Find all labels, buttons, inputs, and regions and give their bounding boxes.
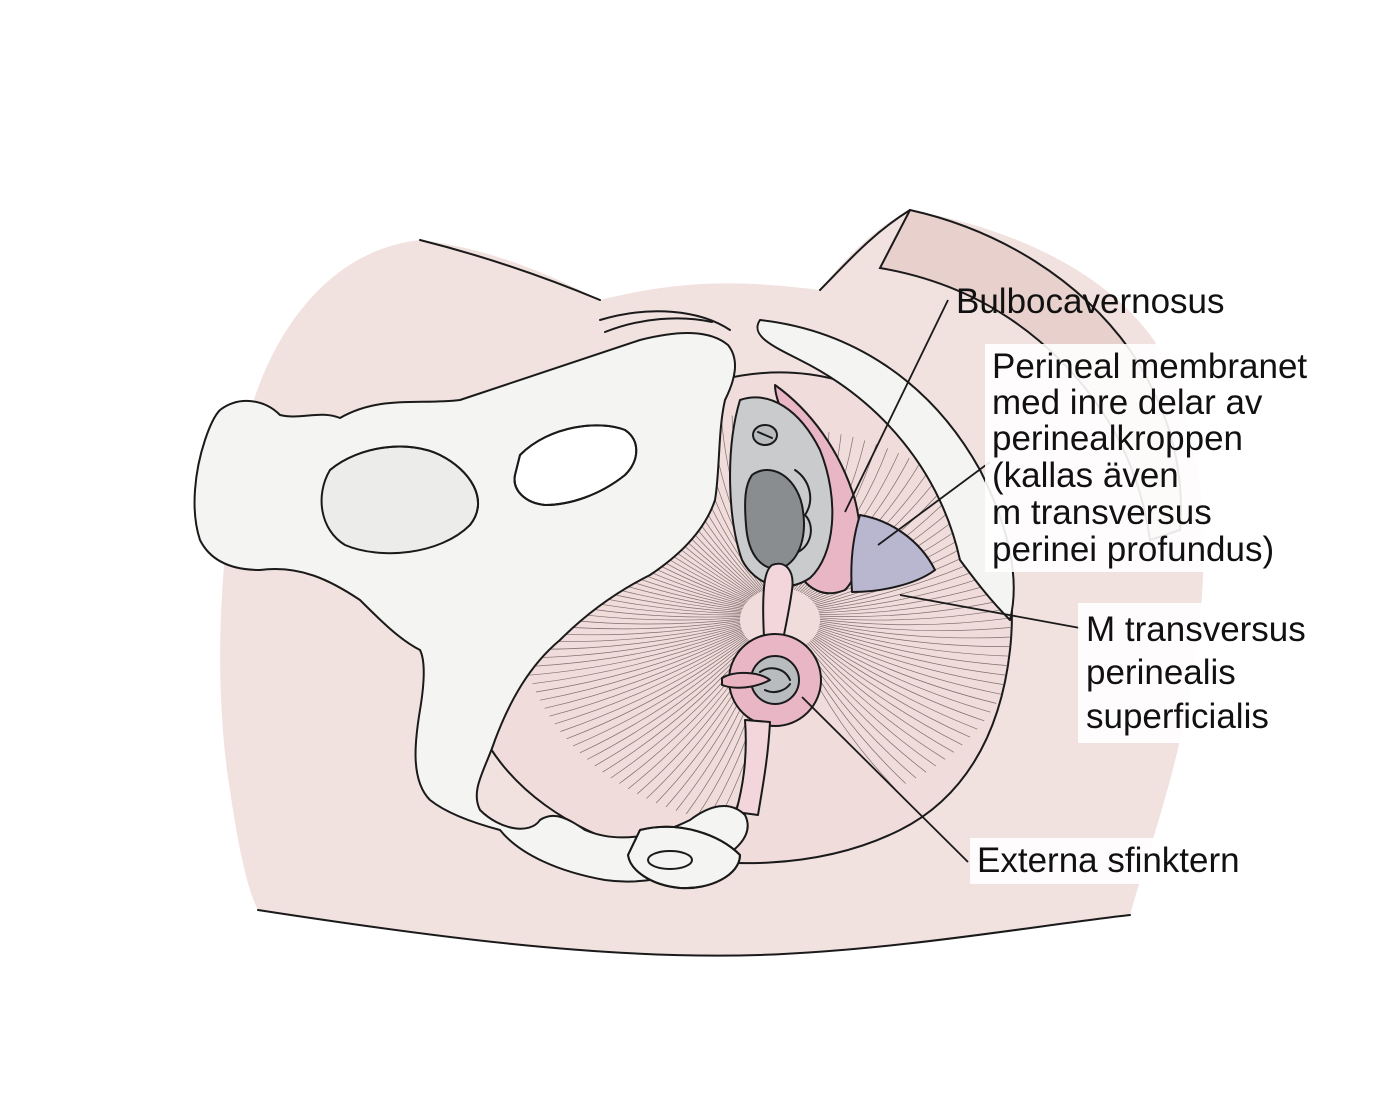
muscle-fiber xyxy=(819,620,1012,632)
muscle-fiber xyxy=(807,642,946,760)
leader-transversus-superficialis xyxy=(899,594,1081,629)
muscle-fiber xyxy=(812,637,978,730)
muscle-fiber xyxy=(810,640,963,746)
muscle-fiber xyxy=(815,633,997,704)
muscle-fiber xyxy=(819,606,1012,621)
muscle-fiber xyxy=(818,627,1012,667)
muscle-fiber xyxy=(566,638,748,740)
label-bulbocavernosus: Bulbocavernosus xyxy=(956,282,1225,321)
muscle-fiber xyxy=(536,630,743,693)
muscle-fiber xyxy=(819,625,1012,657)
muscle-fiber xyxy=(819,624,1012,647)
muscle-fiber xyxy=(586,641,751,760)
muscle-fiber xyxy=(526,626,742,667)
vaginal-opening xyxy=(729,396,834,588)
leader-lines xyxy=(801,299,1081,863)
muscle-fiber xyxy=(544,633,744,709)
muscle-fiber xyxy=(816,632,1002,695)
label-external-sphincter: Externa sfinktern xyxy=(970,838,1258,884)
label-bulbocavernosus-text: Bulbocavernosus xyxy=(956,282,1225,321)
anus-external-sphincter xyxy=(721,633,822,816)
muscle-fiber xyxy=(814,635,991,713)
muscle-fiber xyxy=(811,639,971,738)
labels: Bulbocavernosus Perineal membranet med i… xyxy=(956,282,1328,884)
leader-external-sphincter xyxy=(801,696,969,863)
muscle-fiber xyxy=(529,628,742,676)
label-perineal-membrane-line-3: perinealkroppen xyxy=(992,419,1243,458)
muscle-fiber xyxy=(818,628,1010,676)
label-perineal-membrane-line-6: perinei profundus) xyxy=(992,530,1274,569)
label-transversus-superficialis-line-1: M transversus xyxy=(1086,610,1306,649)
muscle-fiber xyxy=(572,639,749,747)
label-transversus-superficialis: M transversus perinealis superficialis xyxy=(1078,603,1328,743)
pelvic-bone xyxy=(193,310,749,890)
muscle-fiber xyxy=(560,636,747,732)
muscle-fiber xyxy=(549,634,745,717)
muscle-fiber xyxy=(819,622,1012,639)
label-external-sphincter-text: Externa sfinktern xyxy=(977,841,1240,880)
muscle-fiber xyxy=(532,629,743,685)
leader-perineal-membrane xyxy=(877,461,991,546)
label-perineal-membrane-line-5: m transversus xyxy=(992,493,1212,532)
urethral-opening xyxy=(752,424,778,446)
muscle-fiber xyxy=(554,635,746,725)
muscle-fiber xyxy=(805,644,937,767)
muscle-fiber xyxy=(808,641,955,753)
label-perineal-membrane-line-1: Perineal membranet xyxy=(992,347,1307,386)
label-transversus-superficialis-line-2: perinealis xyxy=(1086,653,1236,692)
muscle-fiber xyxy=(819,616,1012,626)
label-transversus-superficialis-line-3: superficialis xyxy=(1086,697,1269,736)
muscle-fiber xyxy=(813,636,985,722)
ischioanal-fold xyxy=(756,319,1015,621)
muscle-fiber xyxy=(524,625,741,659)
muscle-fiber xyxy=(817,630,1006,686)
perineal-membrane xyxy=(850,514,936,593)
label-perineal-membrane-line-2: med inre delar av xyxy=(992,383,1263,422)
muscle-fiber xyxy=(579,640,750,754)
label-perineal-membrane: Perineal membranet med inre delar av per… xyxy=(985,344,1325,572)
label-perineal-membrane-line-4: (kallas även xyxy=(992,456,1179,495)
leader-bulbocavernosus xyxy=(844,299,949,513)
muscle-fiber xyxy=(540,631,744,701)
